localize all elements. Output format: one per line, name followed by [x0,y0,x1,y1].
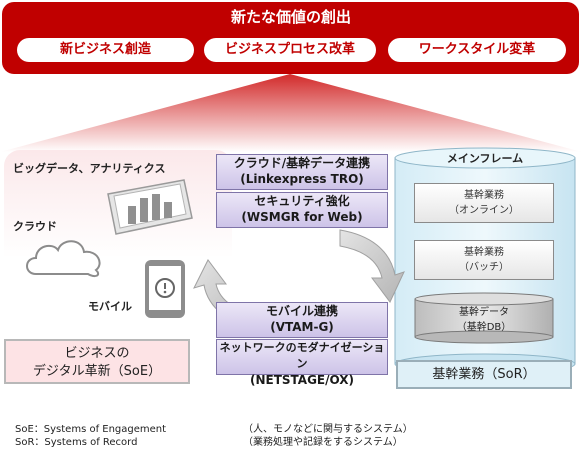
soe-label-box: ビジネスの デジタル革新（SoE） [4,339,190,384]
soe-line1: ビジネスの [64,346,130,361]
legend-sor: SoR：Systems of Record [15,437,138,448]
mobile-label: モバイル [88,300,132,313]
new-business-pill: 新ビジネス創造 [17,38,194,62]
online-business-box: 基幹業務 （オンライン） [414,183,554,223]
business-process-pill: ビジネスプロセス改革 [204,38,376,62]
batch-line2: （バッチ） [459,262,509,273]
workstyle-pill: ワークスタイル変革 [388,38,566,62]
database-label: 基幹データ （基幹DB） [414,305,554,335]
mobile-link-bar: モバイル連携 (VTAM-G) [216,302,388,338]
bar1-line2: (Linkexpress TRO) [240,172,364,186]
security-enhancement-bar: セキュリティ強化 (WSMGR for Web) [216,192,388,228]
bar3-line2: (VTAM-G) [270,320,334,334]
bar4-line2: (NETSTAGE/OX) [249,373,355,387]
batch-line1: 基幹業務 [464,247,504,258]
db-line2: （基幹DB） [456,322,512,333]
sor-label-box: 基幹業務（SoR） [396,360,572,389]
bar1-line1: クラウド/基幹データ連携 [233,156,371,170]
database-cylinder-icon [414,292,554,344]
db-line1: 基幹データ [459,307,509,318]
network-modernization-bar: ネットワークのモダナイゼーション (NETSTAGE/OX) [216,339,388,387]
bar2-line1: セキュリティ強化 [254,194,350,208]
mobile-device-icon [145,260,185,318]
cone-graphic [0,74,582,152]
bigdata-label: ビッグデータ、アナリティクス [13,162,166,175]
soe-line2: デジタル革新（SoE） [32,364,162,379]
legend-sor-note: （業務処理や記録をするシステム） [243,437,403,448]
cloud-label: クラウド [13,220,57,233]
legend-soe-note: （人、モノなどに関与するシステム） [243,424,413,435]
online-line1: 基幹業務 [464,190,504,201]
bigdata-chart-icon [107,179,193,235]
bar2-line2: (WSMGR for Web) [241,210,363,224]
mainframe-title: メインフレーム [446,152,524,165]
batch-business-box: 基幹業務 （バッチ） [414,240,554,280]
banner-title: 新たな価値の創出 [230,8,351,26]
bar3-line1: モバイル連携 [265,304,338,318]
cloud-icon [26,240,101,278]
legend-soe: SoE：Systems of Engagement [15,424,167,435]
online-line2: （オンライン） [449,205,519,216]
cloud-core-data-link-bar: クラウド/基幹データ連携 (Linkexpress TRO) [216,154,388,190]
bar4-line1: ネットワークのモダナイゼーション [219,341,385,370]
